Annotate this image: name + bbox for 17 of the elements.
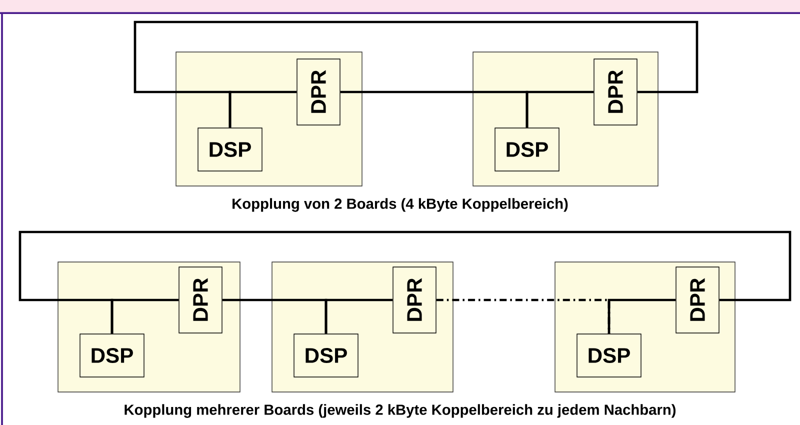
- bus-line: [324, 298, 393, 334]
- chip-box: DSP: [494, 128, 560, 172]
- chip-box: DPR: [178, 266, 222, 334]
- bus-line: [526, 90, 594, 128]
- chip-box: DSP: [80, 334, 144, 378]
- chip-box: DPR: [392, 266, 436, 334]
- chip-box: DPR: [296, 58, 340, 126]
- chip-box: DSP: [198, 128, 262, 172]
- chip-box: DPR: [594, 58, 638, 126]
- bus-line: [608, 298, 676, 334]
- chip-box: DPR: [676, 266, 720, 334]
- chip-box: DSP: [576, 334, 642, 378]
- caption: Kopplung von 2 Boards (4 kByte Koppelbereich): [232, 198, 568, 212]
- bus-line: [18, 230, 792, 334]
- bus-line: [134, 20, 698, 128]
- caption: Kopplung mehrerer Boards (jeweils 2 kByte Koppelbereich zu jedem Nachbarn): [124, 404, 676, 418]
- chip-box: DSP: [294, 334, 358, 378]
